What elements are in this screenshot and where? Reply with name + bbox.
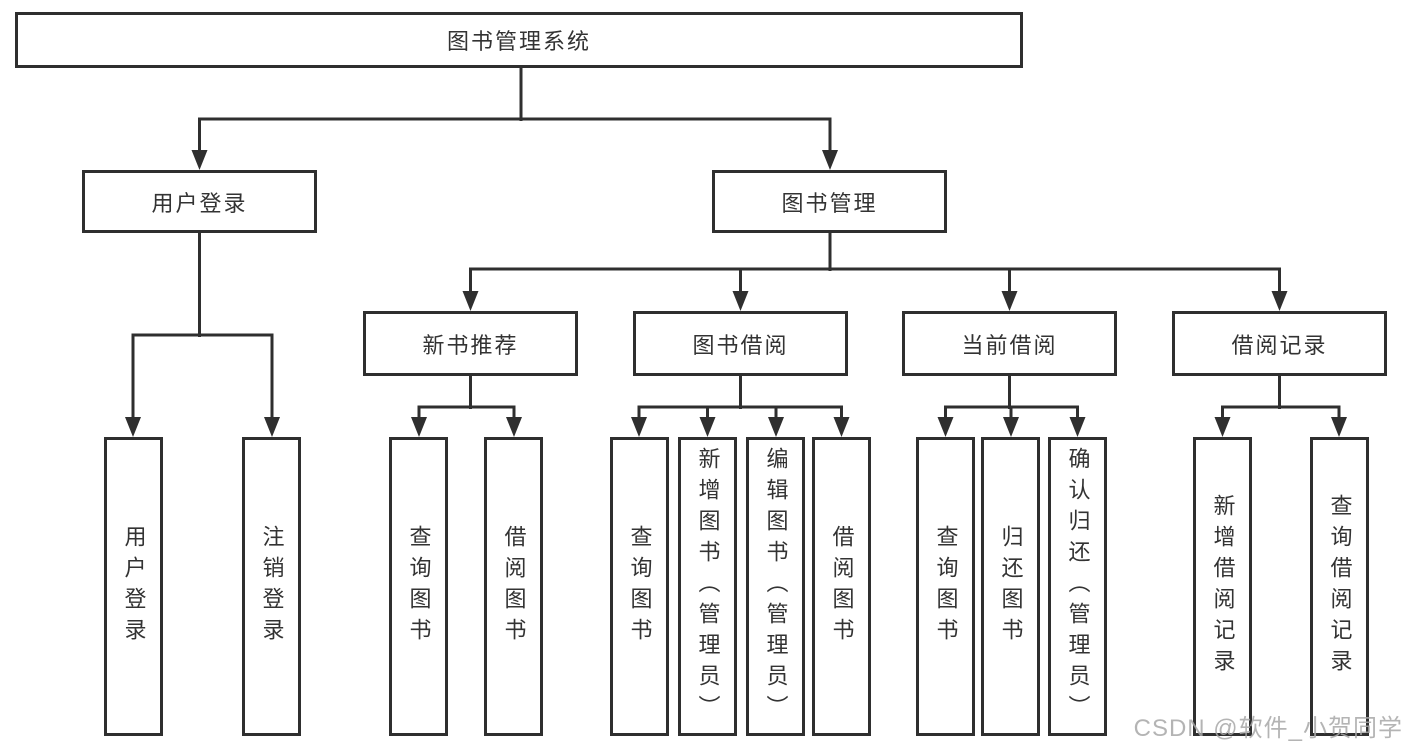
- arrow-down-icon: [462, 291, 479, 311]
- node-label: 图书借阅: [692, 332, 789, 358]
- connector-level2-branch: [198, 117, 832, 152]
- node-new-book-recommend: 新书推荐: [363, 311, 578, 376]
- leaf-add-book-admin: 新增图书（管理员）: [678, 437, 737, 736]
- node-label: 当前借阅: [961, 332, 1058, 358]
- node-label: 确认归还（管理员）: [1065, 447, 1091, 726]
- connector-level3-mid-drops: [739, 269, 1011, 293]
- arrow-down-icon: [125, 417, 141, 437]
- arrow-down-icon: [1001, 291, 1018, 311]
- node-label: 注销登录: [259, 524, 285, 649]
- leaf-edit-book-admin: 编辑图书（管理员）: [746, 437, 805, 736]
- leaf-query-book-3: 查询图书: [916, 437, 975, 736]
- node-label: 用户登录: [121, 524, 147, 649]
- node-label: 查询图书: [406, 524, 432, 649]
- arrow-down-icon: [768, 417, 784, 437]
- node-current-borrow: 当前借阅: [902, 311, 1117, 376]
- node-label: 新书推荐: [422, 332, 519, 358]
- node-label: 借阅图书: [829, 524, 855, 649]
- arrowheads: [125, 150, 1347, 437]
- node-book-management: 图书管理: [712, 170, 947, 233]
- node-label: 查询图书: [627, 524, 653, 649]
- node-label: 图书管理: [781, 190, 878, 216]
- watermark: CSDN @软件_小贺同学: [1133, 715, 1403, 742]
- leaf-return-book: 归还图书: [981, 437, 1040, 736]
- arrow-down-icon: [264, 417, 280, 437]
- node-label: 编辑图书（管理员）: [763, 447, 789, 726]
- arrow-down-icon: [1271, 291, 1288, 311]
- node-user-login: 用户登录: [82, 170, 317, 233]
- node-borrow-records: 借阅记录: [1172, 311, 1387, 376]
- node-book-borrow: 图书借阅: [633, 311, 848, 376]
- leaf-query-book-1: 查询图书: [389, 437, 448, 736]
- leaf-user-login: 用户登录: [104, 437, 163, 736]
- arrow-down-icon: [1069, 417, 1086, 437]
- arrow-down-icon: [1331, 417, 1347, 437]
- leaf-logout: 注销登录: [242, 437, 301, 736]
- arrow-down-icon: [833, 417, 850, 437]
- node-label: 用户登录: [151, 190, 248, 216]
- arrow-down-icon: [411, 417, 427, 437]
- connector-new-book-rec-branch: [417, 405, 516, 419]
- arrow-down-icon: [937, 417, 954, 437]
- connector-user-login-branch: [131, 333, 274, 419]
- connector-level3-branch: [469, 267, 1281, 293]
- leaf-query-borrow-record: 查询借阅记录: [1310, 437, 1369, 736]
- node-label: 借阅图书: [501, 524, 527, 649]
- arrow-down-icon: [822, 150, 838, 170]
- node-label: 查询图书: [933, 524, 959, 649]
- node-label: 归还图书: [998, 524, 1024, 649]
- node-root-system: 图书管理系统: [15, 12, 1023, 68]
- leaf-confirm-return-admin: 确认归还（管理员）: [1048, 437, 1107, 736]
- arrow-down-icon: [732, 291, 749, 311]
- arrow-down-icon: [191, 150, 208, 170]
- leaf-borrow-book-1: 借阅图书: [484, 437, 543, 736]
- arrow-down-icon: [1214, 417, 1231, 437]
- node-label: 图书管理系统: [446, 29, 591, 54]
- connector-borrow-records-branch: [1221, 405, 1341, 419]
- node-label: 查询借阅记录: [1327, 493, 1353, 680]
- arrow-down-icon: [506, 417, 522, 437]
- arrow-down-icon: [1003, 417, 1019, 437]
- arrow-down-icon: [699, 417, 716, 437]
- arrow-down-icon: [631, 417, 647, 437]
- leaf-query-book-2: 查询图书: [610, 437, 669, 736]
- node-label: 新增图书（管理员）: [695, 447, 721, 726]
- node-label: 新增借阅记录: [1210, 493, 1236, 680]
- leaf-add-borrow-record: 新增借阅记录: [1193, 437, 1252, 736]
- node-label: 借阅记录: [1231, 332, 1328, 358]
- leaf-borrow-book-2: 借阅图书: [812, 437, 871, 736]
